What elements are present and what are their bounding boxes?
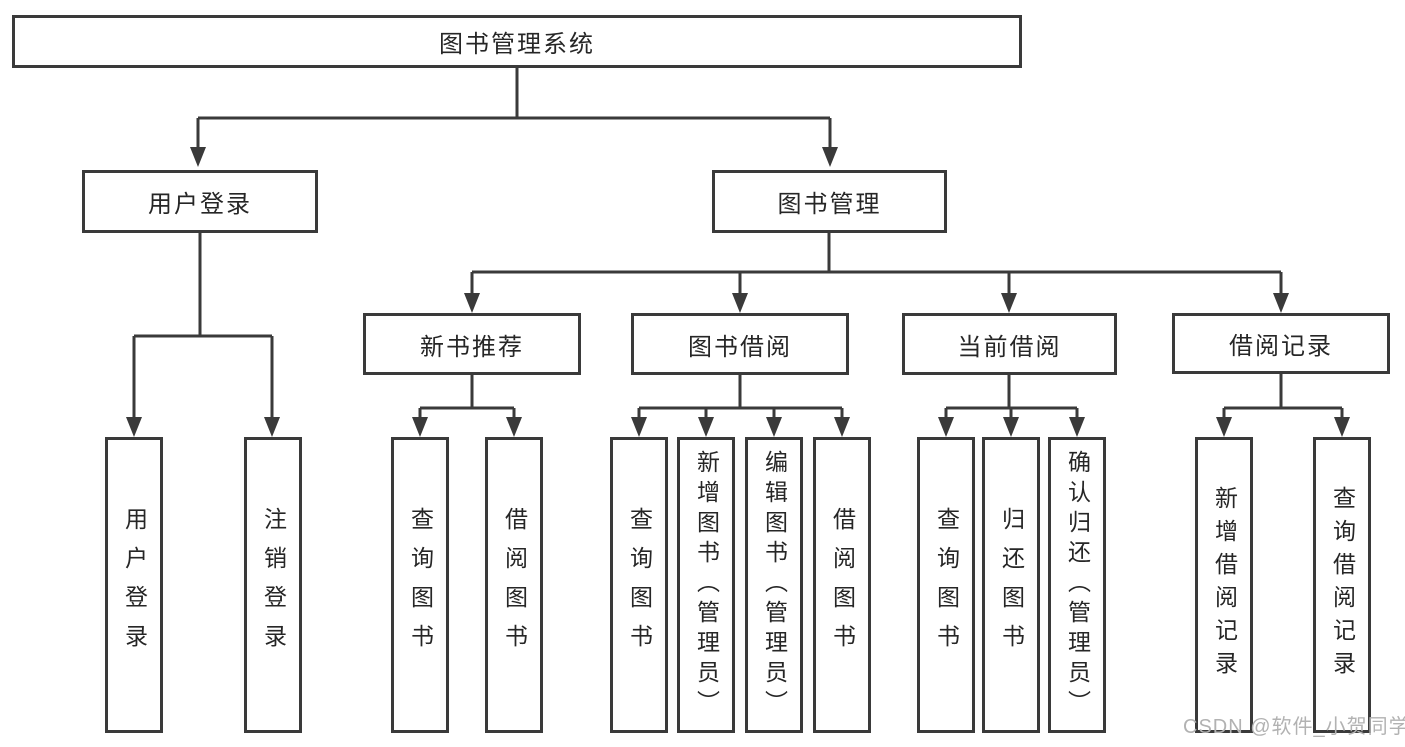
leaf-logout-label: 注销登录 <box>260 507 287 663</box>
leaf-user-login: 用户登录 <box>105 437 163 733</box>
leaf-confirm-return-admin: 确认归还（管理员） <box>1048 437 1106 733</box>
leaf-add-borrow-record: 新增借阅记录 <box>1195 437 1253 733</box>
watermark: CSDN @软件_小贺同学 <box>1183 716 1405 738</box>
leaf-query-books-recommend: 查询图书 <box>391 437 449 733</box>
node-book-borrowing: 图书借阅 <box>631 313 849 375</box>
leaf-return-book: 归还图书 <box>982 437 1040 733</box>
node-library-system: 图书管理系统 <box>12 15 1022 68</box>
leaf-query-borrow-record-label: 查询借阅记录 <box>1329 486 1356 684</box>
leaf-borrow-books-recommend: 借阅图书 <box>485 437 543 733</box>
node-book-management-label: 图书管理 <box>777 191 882 218</box>
leaf-query-books-current-label: 查询图书 <box>933 507 960 663</box>
node-user-login-label: 用户登录 <box>148 191 252 218</box>
node-borrow-records: 借阅记录 <box>1172 313 1390 374</box>
leaf-query-books-borrowing-label: 查询图书 <box>626 507 653 663</box>
leaf-borrow-books-recommend-label: 借阅图书 <box>501 507 528 663</box>
leaf-query-books-borrowing: 查询图书 <box>610 437 668 733</box>
node-borrow-records-label: 借阅记录 <box>1229 333 1333 360</box>
leaf-query-borrow-record: 查询借阅记录 <box>1313 437 1371 733</box>
leaf-user-login-label: 用户登录 <box>121 507 148 663</box>
leaf-confirm-return-admin-label: 确认归还（管理员） <box>1064 450 1091 720</box>
node-book-borrowing-label: 图书借阅 <box>688 333 792 361</box>
node-new-book-recommend: 新书推荐 <box>363 313 581 375</box>
leaf-edit-book-admin-label: 编辑图书（管理员） <box>761 450 788 720</box>
leaf-edit-book-admin: 编辑图书（管理员） <box>745 437 803 733</box>
leaf-query-books-current: 查询图书 <box>917 437 975 733</box>
node-user-login: 用户登录 <box>82 170 318 233</box>
leaf-add-borrow-record-label: 新增借阅记录 <box>1211 486 1238 684</box>
leaf-borrow-books-borrowing-label: 借阅图书 <box>829 507 856 663</box>
leaf-query-books-recommend-label: 查询图书 <box>407 507 434 663</box>
arrowheads <box>126 147 1350 437</box>
leaf-borrow-books-borrowing: 借阅图书 <box>813 437 871 733</box>
node-current-borrowing: 当前借阅 <box>902 313 1117 375</box>
node-book-management: 图书管理 <box>712 170 947 233</box>
node-current-borrowing-label: 当前借阅 <box>957 333 1062 361</box>
leaf-logout: 注销登录 <box>244 437 302 733</box>
leaf-add-book-admin-label: 新增图书（管理员） <box>693 450 720 720</box>
leaf-add-book-admin: 新增图书（管理员） <box>677 437 735 733</box>
node-new-book-recommend-label: 新书推荐 <box>420 333 524 361</box>
leaf-return-book-label: 归还图书 <box>998 507 1025 663</box>
node-library-system-label: 图书管理系统 <box>439 31 595 58</box>
